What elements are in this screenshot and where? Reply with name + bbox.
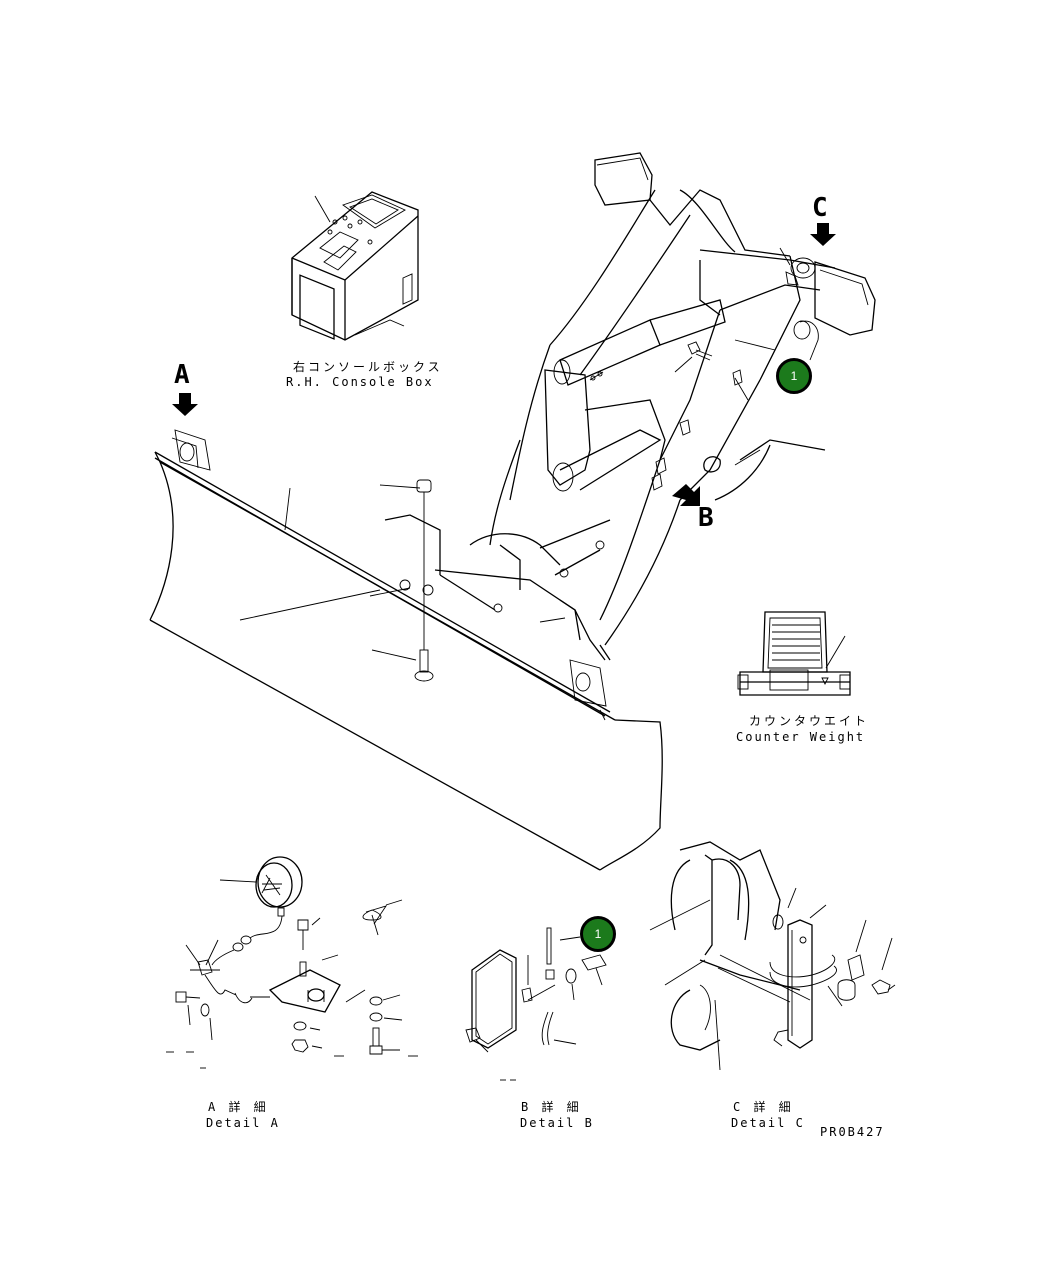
detail-a-drawing [166, 856, 418, 1069]
frame-drawing [384, 152, 876, 661]
detail-b-label-en: Detail B [520, 1116, 594, 1130]
counter-weight-drawing [737, 611, 851, 696]
callout-1-main[interactable]: 1 [776, 358, 812, 394]
detail-b-drawing [465, 927, 607, 1081]
detail-c-label-jp: C 詳 細 [733, 1100, 794, 1114]
view-b-marker: B [698, 503, 714, 533]
console-box-drawing [291, 191, 419, 341]
console-box-label-jp: 右コンソールボックス [293, 360, 443, 374]
blade-drawing [149, 429, 663, 871]
detail-c-label-en: Detail C [731, 1116, 805, 1130]
view-c-marker: C [812, 193, 828, 223]
drawing-code: PR0B427 [820, 1125, 885, 1139]
callout-1-detail-b[interactable]: 1 [580, 916, 616, 952]
detail-a-label-jp: A 詳 細 [208, 1100, 269, 1114]
view-arrows [172, 223, 836, 506]
detail-a-label-en: Detail A [206, 1116, 280, 1130]
detail-b-label-jp: B 詳 細 [521, 1100, 582, 1114]
view-a-marker: A [174, 360, 190, 390]
counter-weight-label-jp: カウンタウエイト [749, 714, 870, 728]
console-box-label-en: R.H. Console Box [286, 375, 434, 389]
detail-c-drawing [649, 841, 896, 1071]
counter-weight-label-en: Counter Weight [736, 730, 866, 744]
